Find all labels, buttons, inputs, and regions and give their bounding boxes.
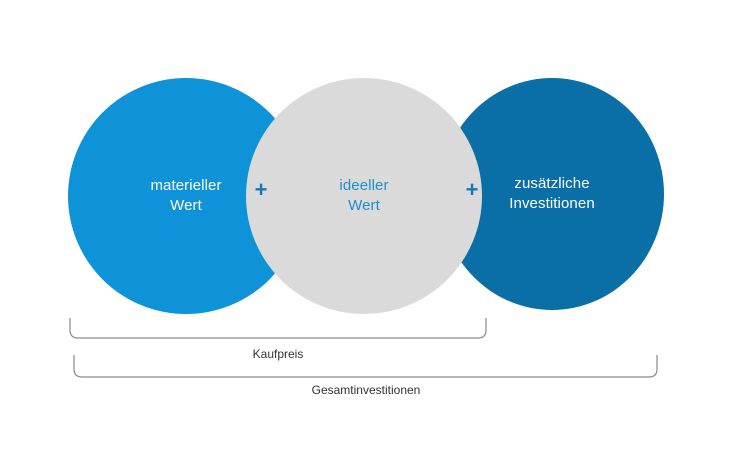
gesamtinvestitionen-bracket xyxy=(73,355,658,378)
gesamtinvestitionen-label: Gesamtinvestitionen xyxy=(311,383,421,397)
kaufpreis-label: Kaufpreis xyxy=(252,347,304,361)
circle-ideeller-wert: ideeller Wert xyxy=(246,78,482,314)
plus-icon: + xyxy=(254,177,268,202)
plus-icon: + xyxy=(465,177,479,202)
kaufpreis-bracket xyxy=(69,318,487,339)
circle-label-materieller-wert: materieller Wert xyxy=(150,177,222,214)
circle-label-zusaetzliche-investitionen: zusätzliche Investitionen xyxy=(509,175,595,212)
circle-label-ideeller-wert: ideeller Wert xyxy=(339,177,389,214)
